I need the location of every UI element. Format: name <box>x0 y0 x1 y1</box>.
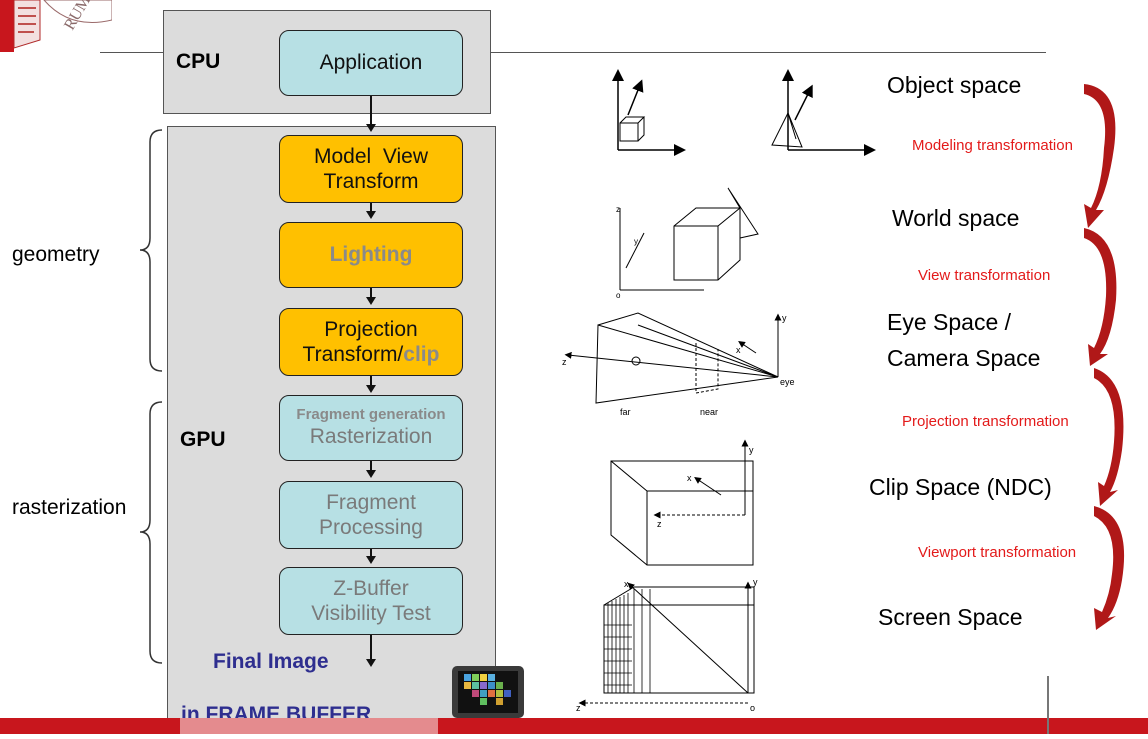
object-space-sketch <box>600 65 880 160</box>
lighting-box: Lighting <box>279 222 463 288</box>
svg-text:z: z <box>616 205 620 214</box>
zbuffer-line1: Z-Buffer <box>333 576 409 600</box>
eye-label: eye <box>780 377 795 387</box>
projection-transform-label: Projection transformation <box>902 413 1069 430</box>
rasterization-brace <box>138 400 170 665</box>
eye-space-sketch: z y x far near eye <box>556 305 806 420</box>
footer-bar <box>0 718 1148 734</box>
projection-line1: Projection <box>324 317 418 341</box>
clip-space-label: Clip Space (NDC) <box>869 474 1052 500</box>
eye-space-label: Eye Space / <box>887 309 1012 335</box>
cpu-label: CPU <box>176 50 221 73</box>
clip-space-x-label: x <box>687 473 692 483</box>
arrow-zbuffer-to-final <box>366 635 376 667</box>
projection-clip-text: clip <box>403 343 440 366</box>
svg-text:y: y <box>634 237 638 246</box>
final-image-line1: Final Image <box>213 650 329 673</box>
rasterization-box: Fragment generation Rasterization <box>279 395 463 461</box>
modelview-line1: Model View <box>313 144 428 168</box>
geometry-brace <box>138 128 170 373</box>
zbuffer-line2: Visibility Test <box>311 602 431 625</box>
svg-text:o: o <box>616 291 621 300</box>
arrow-lighting-to-projection <box>366 288 376 305</box>
modelview-transform-box: Model View Transform <box>279 135 463 203</box>
modeling-transform-label: Modeling transformation <box>912 137 1073 154</box>
screen-space-origin-label: o <box>750 703 755 713</box>
near-label: near <box>700 407 718 417</box>
eye-space-x-label: x <box>736 345 741 355</box>
projection-transform-text: Transform/ <box>302 343 404 366</box>
screen-space-y-label: y <box>753 577 758 587</box>
application-box: Application <box>279 30 463 96</box>
screen-space-x-label: x <box>624 579 629 589</box>
far-label: far <box>620 407 631 417</box>
eye-space-y-label: y <box>782 313 787 323</box>
eye-space-z-label: z <box>562 357 567 367</box>
footer-bar-light-segment <box>180 718 438 734</box>
viewport-transform-label: Viewport transformation <box>918 544 1077 561</box>
arrow-fragproc-to-zbuffer <box>366 549 376 564</box>
footer-divider <box>1047 676 1049 734</box>
application-label: Application <box>319 51 423 75</box>
fragproc-line2: Processing <box>319 516 423 539</box>
object-space-label: Object space <box>887 72 1022 98</box>
screen-space-label: Screen Space <box>878 604 1023 630</box>
world-space-sketch: z y o <box>608 168 778 300</box>
view-transform-label: View transformation <box>918 267 1051 284</box>
arrow-modelview-to-lighting <box>366 203 376 219</box>
lighting-label: Lighting <box>329 243 413 267</box>
clip-space-sketch: y z x <box>603 435 778 570</box>
gpu-label: GPU <box>180 428 226 451</box>
clip-space-z-label: z <box>657 519 662 529</box>
fragment-processing-box: Fragment Processing <box>279 481 463 549</box>
projection-line2: Transform/clip <box>303 342 440 367</box>
zbuffer-box: Z-Buffer Visibility Test <box>279 567 463 635</box>
camera-space-label: Camera Space <box>887 345 1041 371</box>
university-seal-logo: RUM <box>0 0 113 52</box>
projection-transform-box: Projection Transform/clip <box>279 308 463 376</box>
fragproc-line1: Fragment <box>326 490 416 514</box>
rasterization-side-label: rasterization <box>12 496 127 519</box>
screen-space-z-label: z <box>576 703 581 713</box>
screen-space-sketch: y x z o <box>572 575 772 715</box>
arrow-app-to-modelview <box>366 96 376 132</box>
arrow-raster-to-fragproc <box>366 461 376 478</box>
world-space-label: World space <box>892 205 1020 231</box>
geometry-label: geometry <box>12 243 100 266</box>
clip-space-y-label: y <box>749 445 754 455</box>
transform-curve-arrows <box>1060 70 1148 650</box>
rasterization-label: Rasterization <box>309 425 433 449</box>
header-rule <box>100 52 1046 53</box>
modelview-line2: Transform <box>323 170 419 193</box>
fragment-generation-label: Fragment generation <box>296 406 446 424</box>
arrow-projection-to-raster <box>366 376 376 393</box>
